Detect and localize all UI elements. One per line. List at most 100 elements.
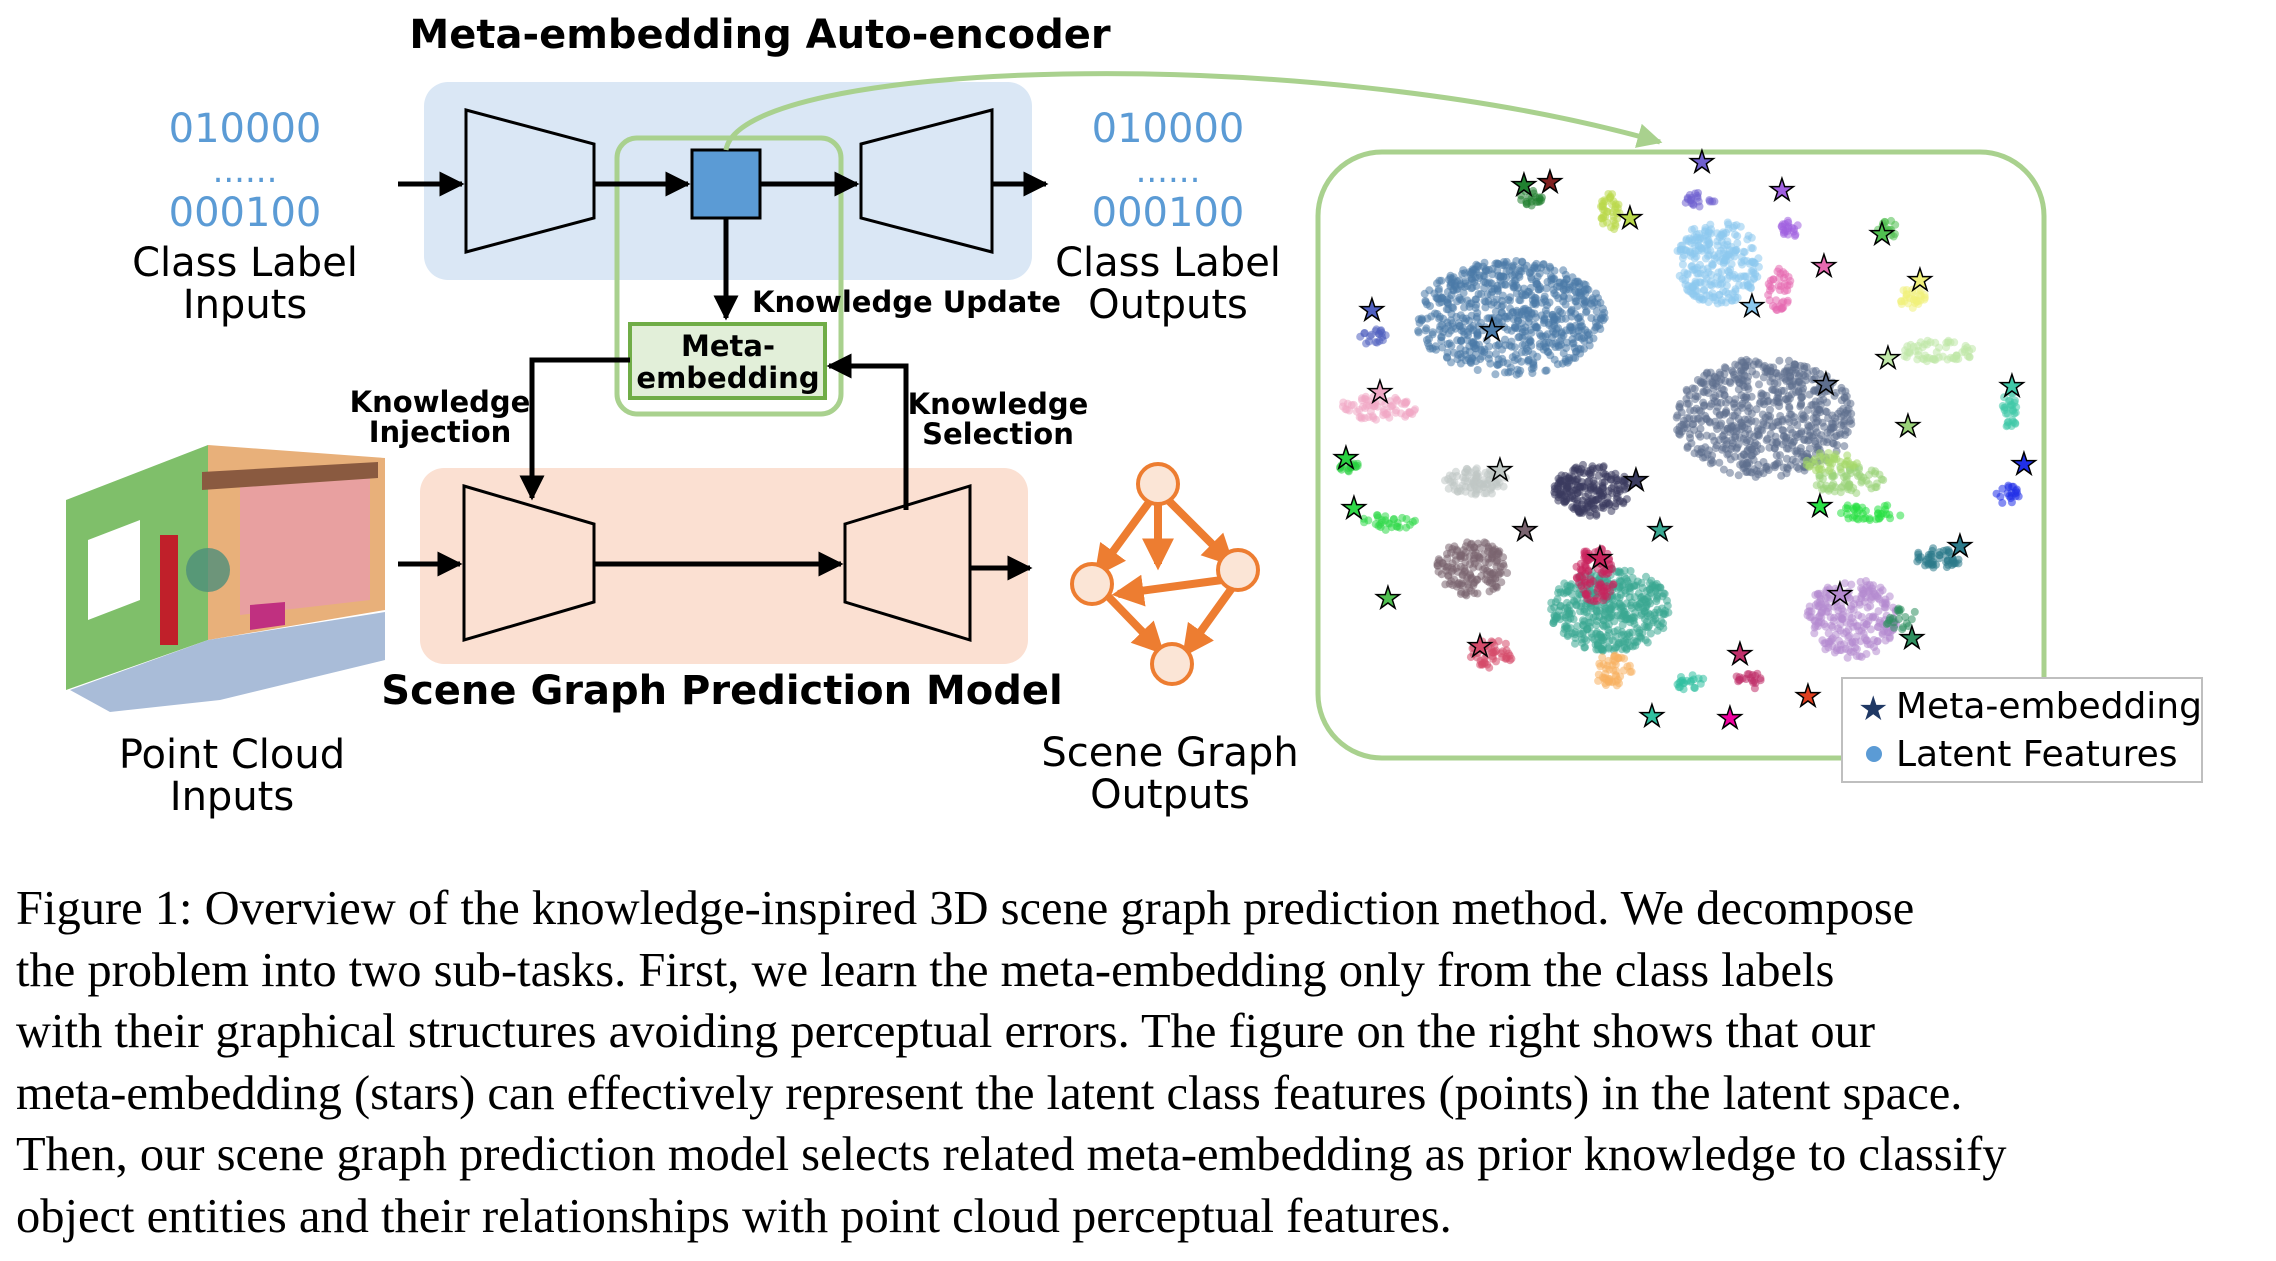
latent-feature-point — [1546, 351, 1555, 360]
latent-feature-point — [1571, 639, 1579, 648]
latent-feature-point — [1774, 390, 1783, 399]
latent-feature-point — [1453, 567, 1462, 576]
latent-feature-point — [1564, 616, 1573, 625]
latent-feature-point — [1832, 431, 1841, 440]
latent-feature-point — [1473, 261, 1482, 270]
latent-feature-point — [1693, 376, 1702, 384]
latent-feature-point — [1623, 638, 1632, 647]
latent-feature-point — [1580, 643, 1589, 652]
latent-feature-point — [1593, 464, 1601, 473]
latent-feature-point — [1437, 276, 1446, 285]
latent-feature-point — [1453, 297, 1462, 306]
latent-feature-point — [1444, 322, 1453, 331]
latent-feature-point — [1501, 260, 1510, 269]
latent-feature-point — [1531, 323, 1540, 332]
latent-feature-point — [1694, 430, 1703, 439]
latent-feature-point — [1571, 294, 1580, 303]
latent-feature-point — [1726, 428, 1735, 437]
latent-feature-point — [1828, 472, 1836, 481]
input-code-dots: ...... — [213, 151, 278, 191]
latent-feature-point — [1771, 460, 1780, 469]
latent-feature-point — [1613, 476, 1622, 484]
latent-feature-point — [1653, 605, 1662, 614]
latent-feature-point — [1603, 493, 1612, 502]
latent-feature-point — [1697, 444, 1706, 453]
latent-feature-point — [1578, 322, 1587, 331]
latent-feature-point — [1805, 444, 1814, 453]
meta-embedding-star: ★ — [1587, 541, 1614, 576]
latent-feature-point — [1553, 595, 1562, 604]
latent-feature-point — [1811, 437, 1820, 446]
latent-feature-point — [1582, 307, 1591, 316]
latent-feature-point — [1462, 577, 1471, 586]
latent-feature-point — [1494, 321, 1503, 330]
latent-feature-point — [1780, 228, 1788, 237]
latent-feature-point — [1785, 356, 1793, 365]
latent-feature-point — [1721, 364, 1730, 373]
autoencoder-title: Meta-embedding Auto-encoder — [409, 12, 1110, 58]
latent-feature-point — [1794, 464, 1803, 473]
latent-feature-point — [1731, 285, 1740, 294]
latent-feature-point — [1487, 300, 1496, 309]
latent-feature-point — [1902, 290, 1911, 299]
latent-feature-point — [1376, 523, 1385, 532]
latent-feature-point — [2011, 418, 2020, 427]
latent-feature-point — [1766, 377, 1775, 386]
latent-feature-point — [1768, 385, 1777, 394]
latent-feature-point — [1896, 511, 1905, 520]
latent-feature-point — [1815, 474, 1824, 483]
meta-embedding-star: ★ — [2011, 447, 2038, 482]
latent-feature-point — [1542, 338, 1551, 347]
latent-feature-point — [1583, 328, 1592, 337]
latent-feature-point — [1663, 601, 1672, 610]
latent-feature-point — [1746, 284, 1755, 293]
latent-feature-point — [1526, 283, 1535, 292]
latent-feature-point — [1739, 272, 1748, 281]
latent-feature-point — [1393, 396, 1402, 405]
latent-feature-point — [1692, 404, 1701, 413]
latent-feature-point — [1627, 667, 1636, 676]
latent-feature-point — [1450, 542, 1459, 551]
latent-feature-point — [1443, 295, 1452, 304]
latent-feature-point — [1852, 459, 1861, 468]
latent-feature-point — [1810, 629, 1819, 638]
latent-feature-point — [1485, 350, 1494, 359]
latent-feature-point — [1444, 484, 1453, 493]
latent-feature-point — [1614, 640, 1623, 649]
latent-feature-point — [1718, 232, 1727, 240]
latent-feature-point — [1843, 510, 1851, 519]
latent-feature-point — [1381, 512, 1390, 521]
latent-feature-point — [1791, 380, 1800, 389]
latent-feature-point — [1786, 410, 1795, 419]
latent-feature-point — [1998, 498, 2007, 507]
latent-feature-point — [1502, 653, 1511, 661]
latent-feature-point — [1754, 470, 1763, 479]
latent-feature-point — [1861, 506, 1870, 515]
latent-feature-point — [1450, 478, 1459, 487]
latent-feature-point — [1918, 354, 1927, 363]
point-cloud-inputs-line-2: Inputs — [170, 774, 294, 820]
latent-feature-point — [1930, 355, 1939, 364]
latent-feature-point — [1699, 295, 1708, 304]
meta-embedding-star: ★ — [1811, 249, 1838, 284]
latent-feature-point — [1473, 331, 1482, 340]
latent-feature-point — [1414, 328, 1423, 337]
latent-feature-point — [1824, 449, 1833, 457]
latent-feature-point — [1466, 483, 1475, 492]
latent-feature-point — [1656, 622, 1665, 631]
latent-feature-point — [1816, 460, 1825, 469]
latent-feature-point — [1875, 514, 1884, 523]
latent-feature-point — [1445, 471, 1454, 480]
latent-feature-point — [1586, 618, 1595, 627]
latent-feature-point — [1619, 630, 1628, 639]
latent-feature-point — [1473, 366, 1482, 374]
latent-feature-point — [1852, 489, 1861, 498]
latent-feature-point — [1379, 411, 1388, 420]
latent-feature-point — [1549, 317, 1558, 325]
latent-feature-point — [1715, 377, 1724, 386]
meta-embedding-star: ★ — [1639, 699, 1666, 734]
latent-feature-point — [1484, 544, 1493, 553]
latent-feature-point — [1721, 288, 1730, 296]
latent-feature-point — [1421, 326, 1430, 335]
latent-feature-point — [1487, 290, 1495, 299]
